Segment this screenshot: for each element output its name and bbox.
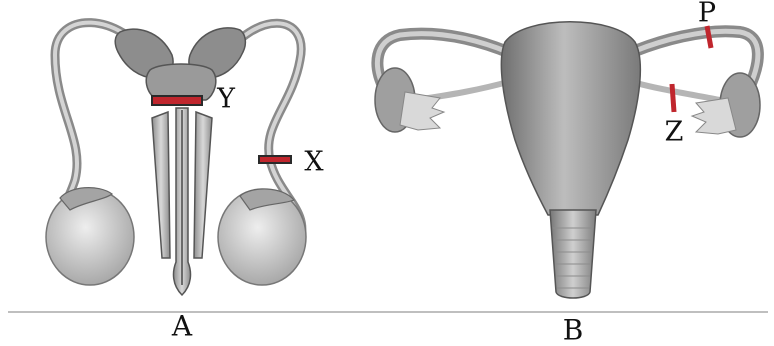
label-y: Y	[216, 84, 236, 115]
left-fimbriae	[400, 92, 444, 130]
right-fimbriae	[692, 98, 736, 134]
cut-marker-y	[152, 96, 202, 105]
label-p: P	[698, 0, 716, 29]
panel-b-female-diagram: P Z	[375, 0, 760, 298]
caption-a: A	[171, 310, 193, 343]
caption-b: B	[563, 314, 584, 346]
label-z: Z	[665, 117, 684, 148]
cut-marker-z	[672, 84, 674, 112]
panel-a-male-diagram: Y X	[46, 23, 324, 295]
penis-shaft-right	[194, 112, 212, 258]
vagina	[550, 210, 596, 298]
label-x: X	[304, 147, 324, 178]
cut-marker-x	[259, 156, 291, 163]
uterus	[501, 22, 640, 215]
left-testis	[46, 189, 134, 285]
penis-shaft	[152, 112, 170, 258]
prostate	[146, 64, 215, 100]
